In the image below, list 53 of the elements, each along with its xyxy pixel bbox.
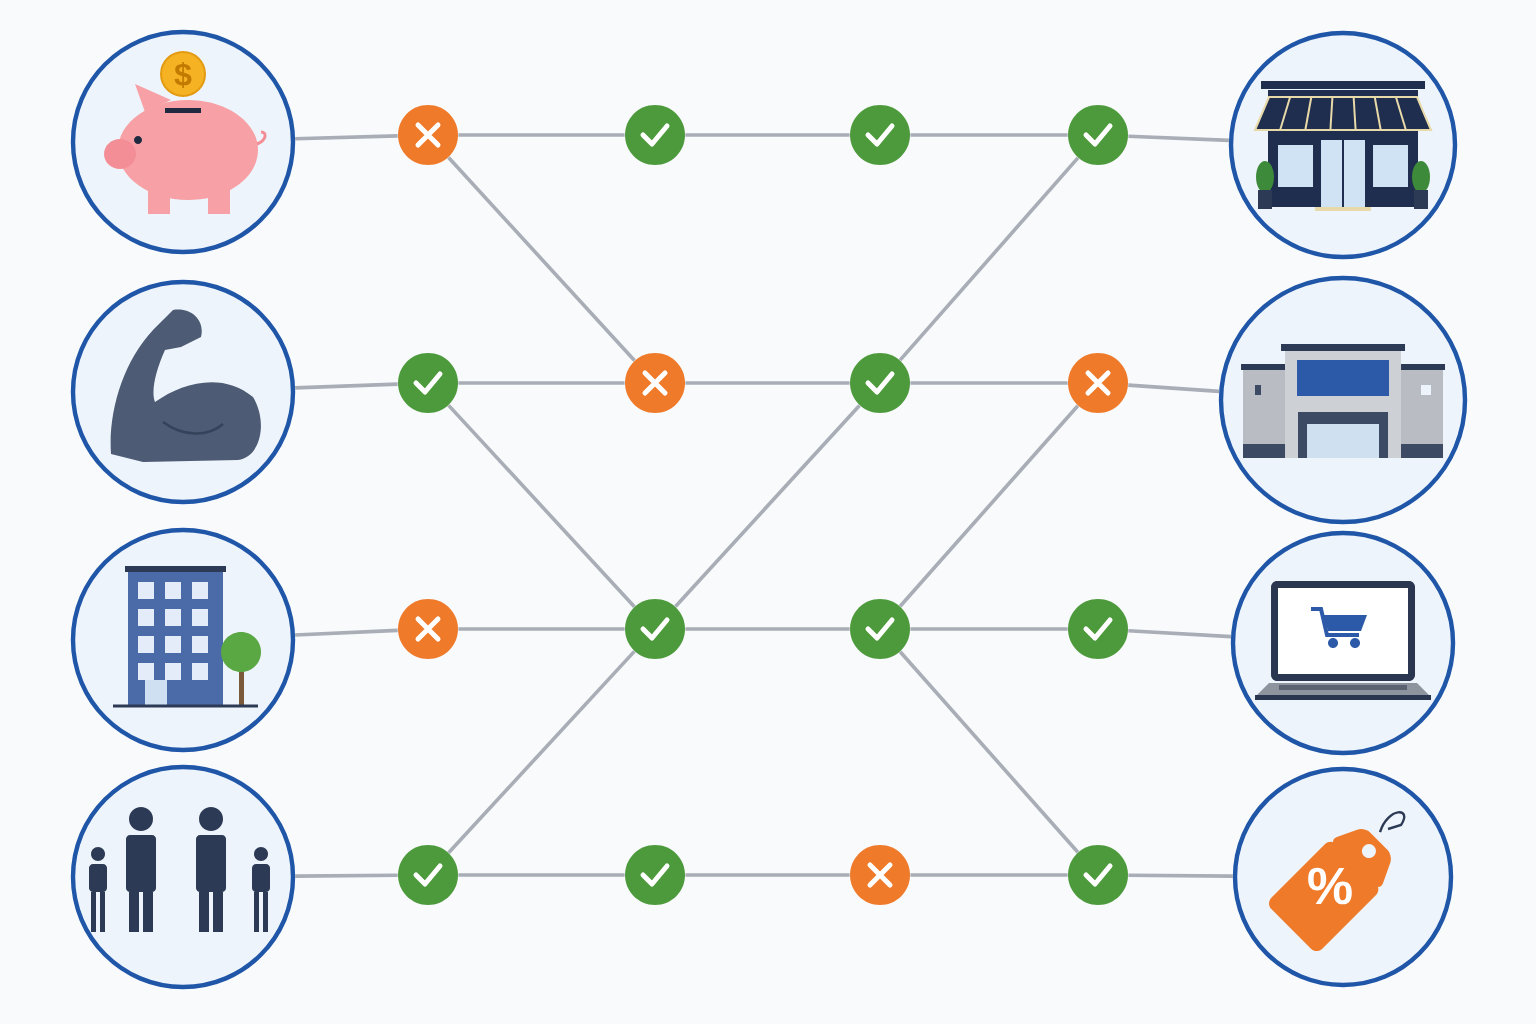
connector-line: [295, 134, 398, 141]
store-building-drawing: [1218, 275, 1468, 525]
connector-line: [458, 381, 625, 385]
check-mark-icon: [1068, 845, 1128, 905]
flexed-arm-drawing: [70, 279, 296, 505]
connector-line: [447, 156, 636, 362]
check-mark-icon: [625, 599, 685, 659]
connector-line: [447, 650, 636, 854]
connector-line: [1128, 628, 1232, 639]
connector-line: [447, 404, 636, 608]
connector-line: [1128, 134, 1229, 143]
check-mark-icon: [625, 845, 685, 905]
connector-line: [458, 133, 625, 137]
connector-line: [458, 627, 625, 631]
connector-line: [685, 873, 850, 877]
connector-line: [685, 133, 850, 137]
connector-line: [898, 404, 1080, 608]
check-mark-icon: [850, 353, 910, 413]
connector-line: [295, 382, 398, 390]
connector-line: [295, 628, 398, 637]
connector-line: [685, 627, 850, 631]
check-mark-icon: [1068, 599, 1128, 659]
connector-line: [910, 133, 1068, 137]
connector-line: [898, 650, 1080, 854]
connector-line: [910, 873, 1068, 877]
connector-line: [1128, 873, 1233, 878]
office-building-drawing: [70, 527, 296, 753]
connector-line: [674, 404, 861, 608]
connector-line: [295, 873, 398, 878]
check-mark-icon: [398, 845, 458, 905]
percent-sign: %: [1308, 867, 1352, 905]
storefront-drawing: [1228, 30, 1458, 260]
check-mark-icon: [625, 105, 685, 165]
check-mark-icon: [398, 353, 458, 413]
family-drawing: [70, 764, 296, 990]
price-tag-drawing: [1232, 766, 1454, 988]
check-mark-icon: [1068, 105, 1128, 165]
cross-mark-icon: [850, 845, 910, 905]
check-mark-icon: [850, 105, 910, 165]
connector-line: [685, 381, 850, 385]
laptop-cart-drawing: [1230, 530, 1456, 756]
cross-mark-icon: [625, 353, 685, 413]
connector-line: [458, 873, 625, 877]
cross-mark-icon: [1068, 353, 1128, 413]
piggy-bank-drawing: [70, 29, 296, 255]
cross-mark-icon: [398, 599, 458, 659]
check-mark-icon: [850, 599, 910, 659]
coin-sign: $: [174, 61, 192, 89]
cross-mark-icon: [398, 105, 458, 165]
connector-line: [910, 381, 1068, 385]
connector-line: [910, 627, 1068, 631]
connector-line: [898, 156, 1080, 362]
connector-line: [1128, 383, 1220, 394]
